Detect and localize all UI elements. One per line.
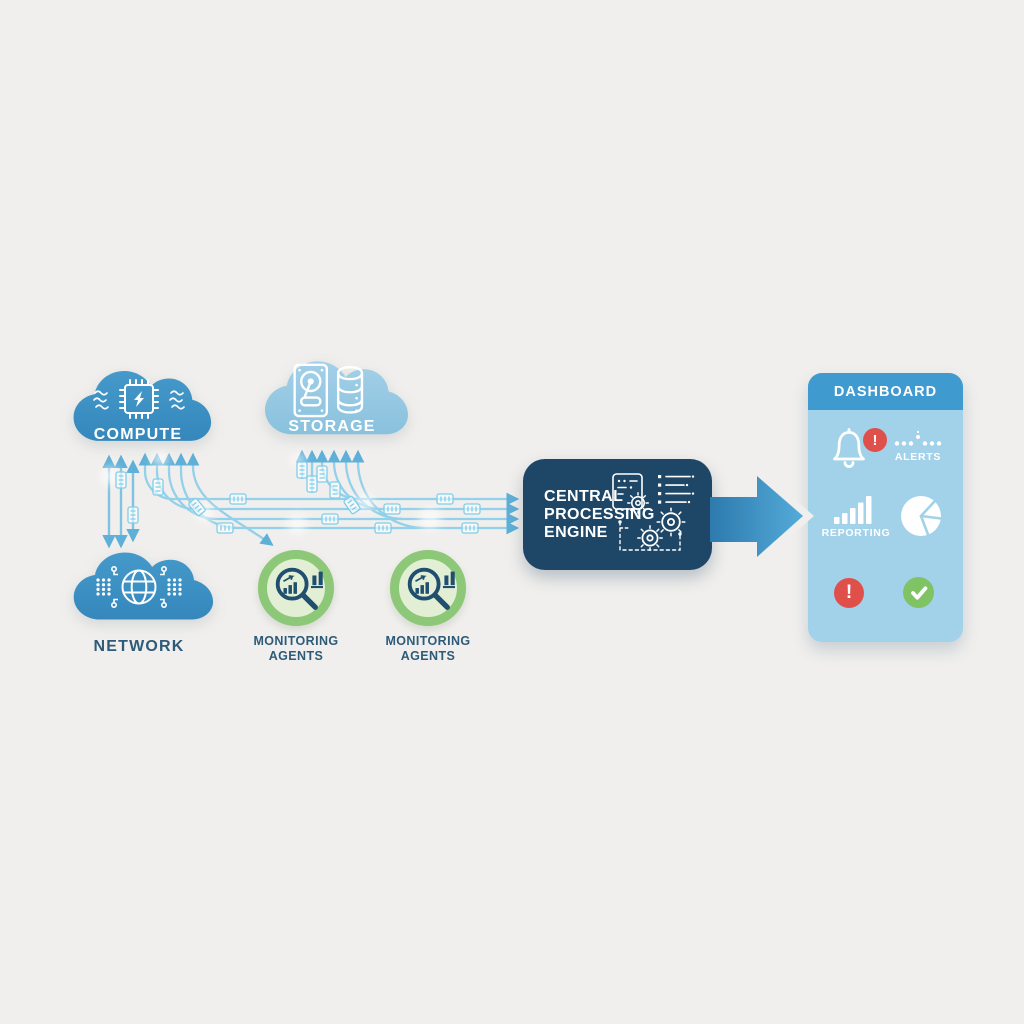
agent-circle xyxy=(390,550,466,626)
harddrive-database-icon xyxy=(293,363,364,418)
dashboard-header: DASHBOARD xyxy=(808,373,963,410)
magnifier-chart-icon xyxy=(275,567,323,610)
storage-engine-flows xyxy=(295,449,425,530)
magnifier-chart-icon xyxy=(407,567,455,610)
alerts-label: ALERTS xyxy=(894,451,942,463)
engine-title-line2: PROCESSING xyxy=(544,506,655,523)
globe-circuit-icon xyxy=(96,565,182,609)
flow-glow-spots xyxy=(101,450,441,534)
agent-circle xyxy=(258,550,334,626)
central-processing-engine: CENTRAL PROCESSING ENGINE xyxy=(523,459,712,570)
agent-label-line2: AGENTS xyxy=(400,649,456,663)
compute-agent-branch xyxy=(186,452,274,546)
gears-workflow-icon xyxy=(618,507,686,551)
storage-cloud: STORAGE xyxy=(253,350,411,450)
dotted-signal-icon xyxy=(894,430,942,446)
engine-process-icons xyxy=(612,473,695,551)
reporting-label: REPORTING xyxy=(821,527,891,539)
error-glyph: ! xyxy=(845,582,853,603)
pie-chart-icon xyxy=(901,496,943,536)
engine-title-line1: CENTRAL xyxy=(544,488,624,505)
compute-engine-flows xyxy=(138,452,520,546)
dashboard-title: DASHBOARD xyxy=(833,383,938,400)
dashboard-body: ! ALERTS REPORTING xyxy=(808,410,963,642)
chip-icon xyxy=(93,379,185,419)
agent-label-line1: MONITORING xyxy=(385,634,471,648)
cloud-shape xyxy=(73,552,214,620)
compute-cloud: COMPUTE xyxy=(62,360,214,456)
bell-icon xyxy=(833,428,865,468)
agent-label-line1: MONITORING xyxy=(253,634,339,648)
dashboard-panel: DASHBOARD ! ALERTS xyxy=(808,373,963,642)
network-cloud: NETWORK xyxy=(62,542,216,655)
monitoring-agent-2: MONITORING AGENTS xyxy=(356,550,500,664)
engine-title-line3: ENGINE xyxy=(544,524,608,541)
success-icon xyxy=(903,577,934,608)
bar-chart-icon xyxy=(834,496,872,524)
error-icon: ! xyxy=(834,578,864,608)
agent-label: MONITORING AGENTS xyxy=(356,634,500,664)
checklist-icon xyxy=(658,475,695,504)
cloud-shape xyxy=(73,370,212,441)
alert-badge-icon: ! xyxy=(863,428,887,452)
engine-title: CENTRAL PROCESSING ENGINE xyxy=(544,488,655,542)
clipboard-gear-icon xyxy=(612,473,649,514)
compute-label: COMPUTE xyxy=(93,426,183,443)
network-label: NETWORK xyxy=(93,638,185,655)
storage-label: STORAGE xyxy=(288,418,376,435)
checkmark-icon xyxy=(910,585,927,600)
alert-badge-glyph: ! xyxy=(872,431,878,449)
agent-label-line2: AGENTS xyxy=(268,649,324,663)
agent-label: MONITORING AGENTS xyxy=(224,634,368,664)
monitoring-agent-1: MONITORING AGENTS xyxy=(224,550,368,664)
